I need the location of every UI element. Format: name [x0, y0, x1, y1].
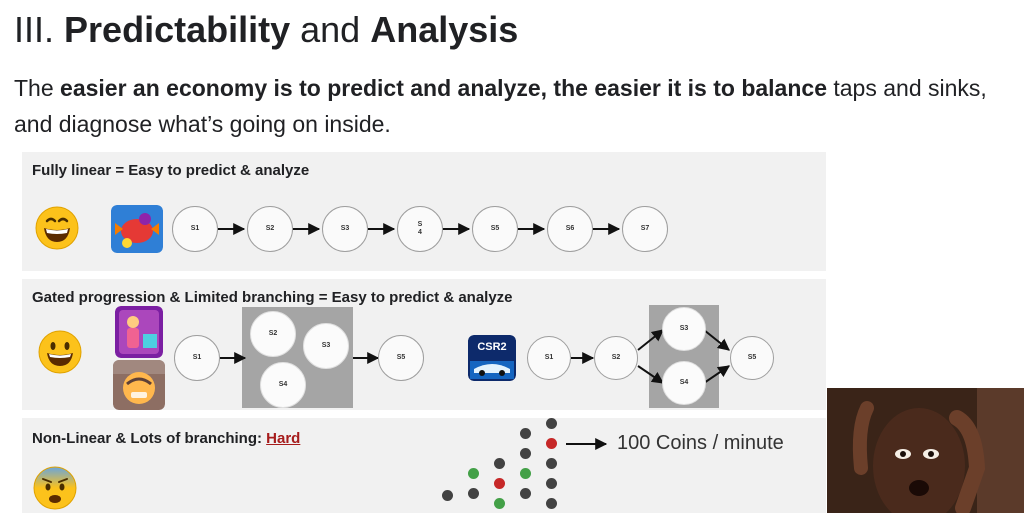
dot	[468, 488, 479, 499]
gated-node-s2: S2	[250, 311, 296, 357]
coins-per-minute-label: 100 Coins / minute	[617, 432, 784, 454]
csr-node-s3: S3	[662, 307, 706, 351]
linear-node-6: S6	[547, 206, 593, 252]
gated-node-s1: S1	[174, 335, 220, 381]
dot	[520, 448, 531, 459]
dot	[494, 498, 505, 509]
dot	[546, 418, 557, 429]
nonlinear-label-hard: Hard	[266, 430, 301, 447]
smiling-face-icon	[38, 330, 82, 374]
dot	[546, 458, 557, 469]
dot	[546, 498, 557, 509]
csr-node-s4: S4	[662, 361, 706, 405]
reaction-video-overlay	[827, 388, 1024, 513]
dot	[494, 458, 505, 469]
arrow-csr-s3-s5	[703, 329, 730, 351]
gated-node-s4: S4	[260, 362, 306, 408]
anxious-face-icon	[33, 466, 77, 510]
panel-non-linear: Non-Linear & Lots of branching: Hard	[22, 418, 826, 513]
clash-of-clans-icon	[113, 360, 165, 410]
arrow-csr-s2-s3	[637, 329, 664, 351]
linear-node-4: S 4	[397, 206, 443, 252]
body-prefix: The	[14, 75, 61, 101]
panel-linear-label: Fully linear = Easy to predict & analyze	[32, 162, 310, 179]
arrow-csr-s4-s5	[703, 365, 730, 384]
csr-node-s5: S5	[730, 336, 774, 380]
gated-node-s3: S3	[303, 323, 349, 369]
linear-node-3: S3	[322, 206, 368, 252]
panel-nonlinear-label: Non-Linear & Lots of branching: Hard	[32, 430, 300, 447]
csr2-icon: CSR2	[468, 335, 516, 381]
title-predictability: Predictability	[64, 9, 291, 50]
body-bold: easier an economy is to predict and anal…	[60, 75, 827, 101]
dot	[494, 478, 505, 489]
nonlinear-label-prefix: Non-Linear & Lots of branching:	[32, 430, 267, 447]
csr2-logo-text: CSR2	[477, 341, 506, 353]
grinning-face-icon	[35, 206, 79, 250]
reaction-video-thumbnail	[827, 388, 1024, 513]
arrow-csr-s2-s4	[637, 365, 664, 384]
dot	[546, 478, 557, 489]
dance-game-icon	[115, 306, 163, 358]
slide-body: The easier an economy is to predict and …	[14, 70, 1014, 142]
csr-node-s1: S1	[527, 336, 571, 380]
title-and: and	[300, 9, 361, 50]
dot	[520, 468, 531, 479]
dot	[520, 428, 531, 439]
title-analysis: Analysis	[370, 9, 519, 50]
dot	[442, 490, 453, 501]
title-numeral: III.	[14, 9, 55, 50]
csr-node-s2: S2	[594, 336, 638, 380]
dot	[546, 438, 557, 449]
dot	[520, 488, 531, 499]
linear-node-5: S5	[472, 206, 518, 252]
candy-crush-icon	[111, 205, 163, 253]
linear-node-2: S2	[247, 206, 293, 252]
slide-title: III. Predictability and Analysis	[14, 6, 518, 54]
linear-node-7: S7	[622, 206, 668, 252]
panel-gated-label: Gated progression & Limited branching = …	[32, 289, 513, 306]
body-suffix: taps and sinks, and diagnose what’s goin…	[14, 75, 987, 137]
dot	[468, 468, 479, 479]
linear-node-1: S1	[172, 206, 218, 252]
gated-node-s5: S5	[378, 335, 424, 381]
